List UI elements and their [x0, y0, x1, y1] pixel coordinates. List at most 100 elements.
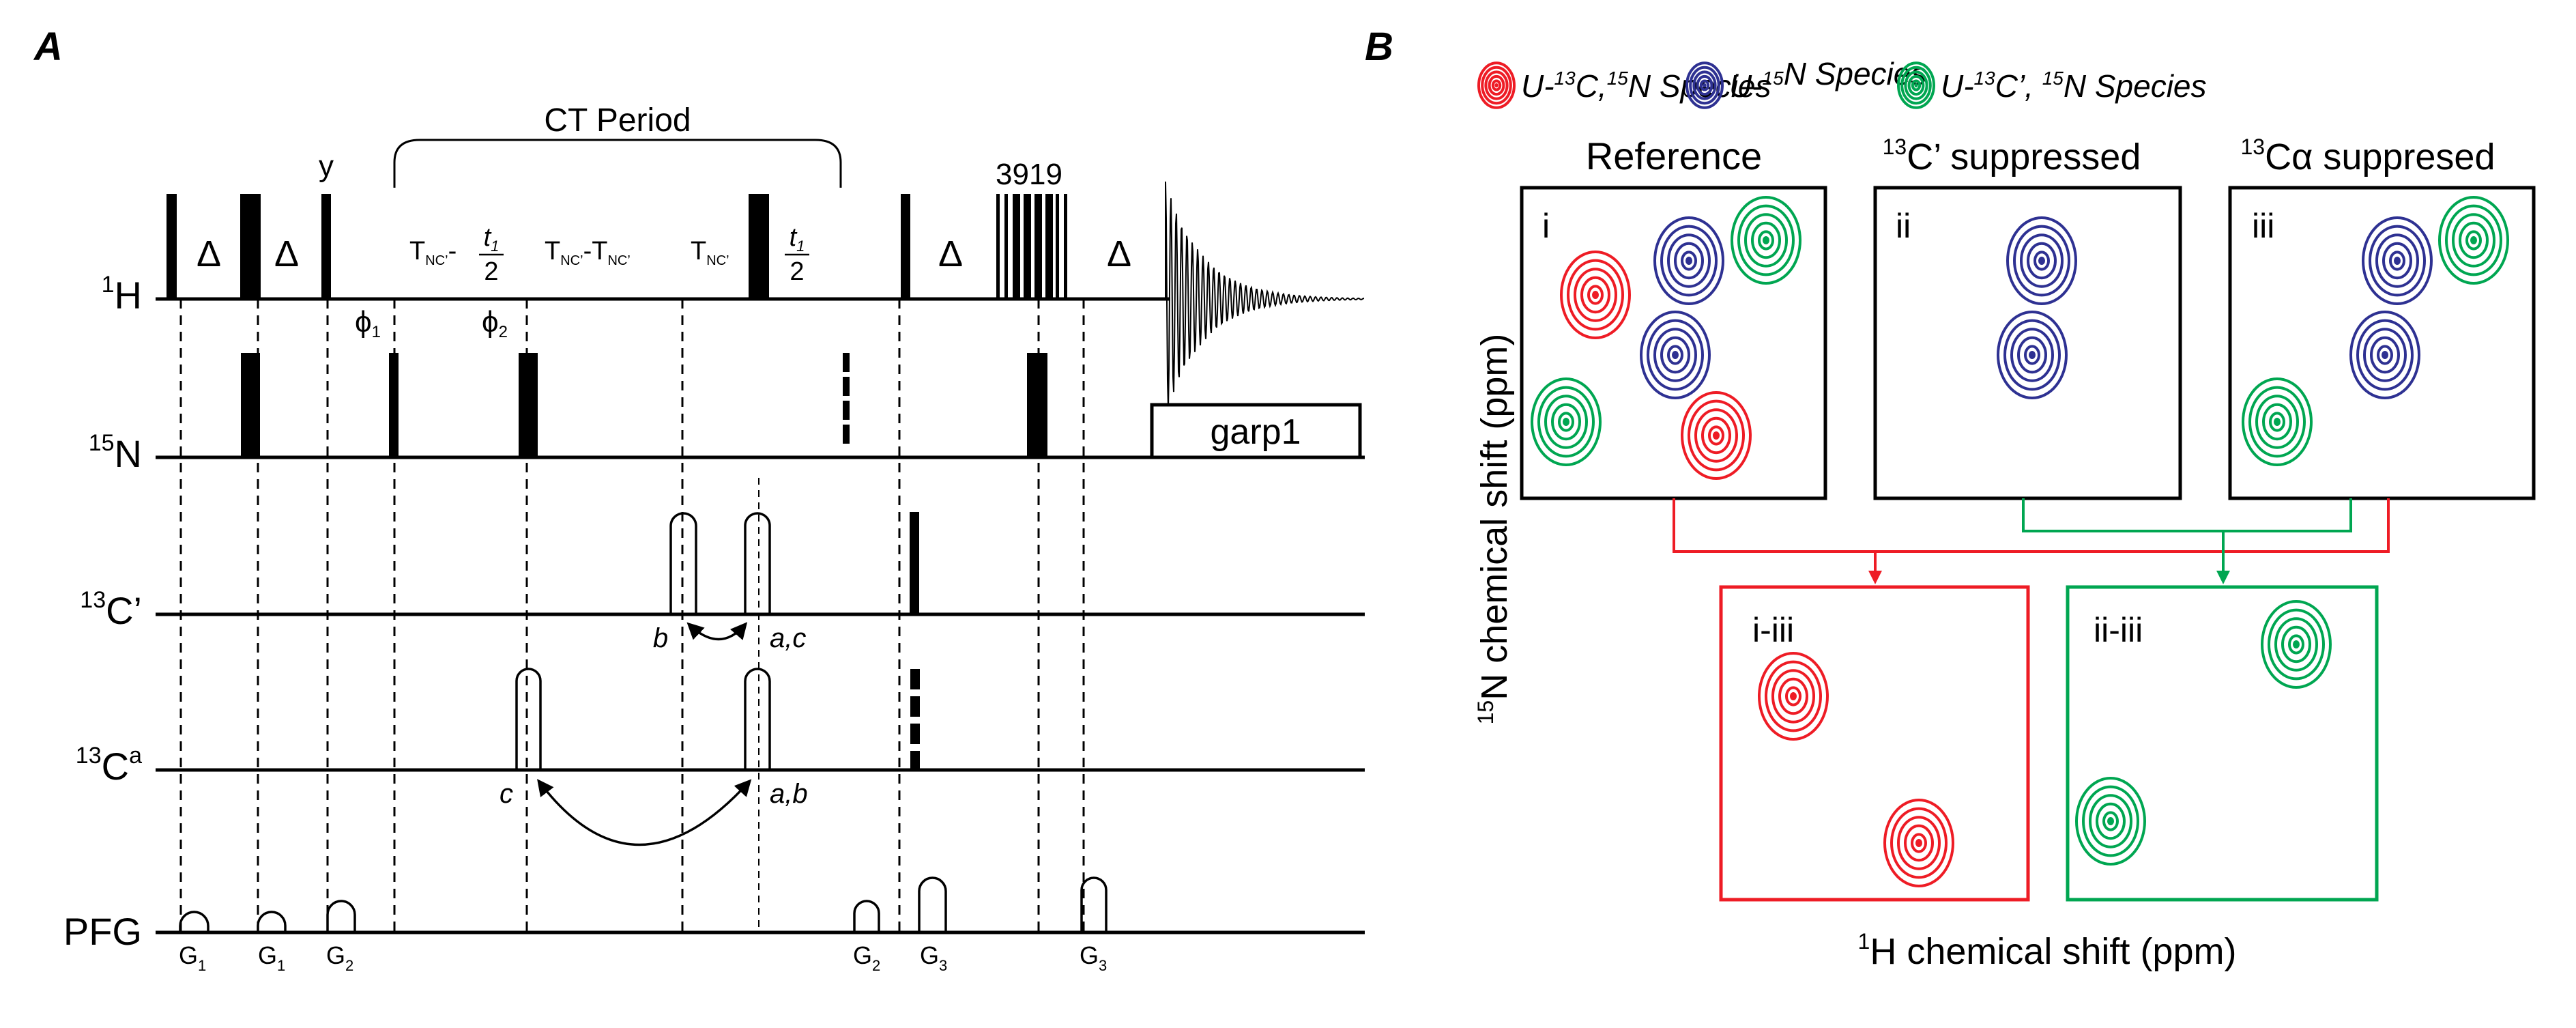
- superscript: 13: [1883, 134, 1907, 159]
- calpha-selective-pulse-c: [515, 668, 542, 770]
- peak-contour: [2369, 225, 2426, 297]
- peak-green: [2261, 600, 2332, 689]
- h-pulse-180: [240, 194, 261, 299]
- box-label-i-iii: i-iii: [1752, 611, 1794, 649]
- label-g1: G1: [179, 941, 206, 974]
- peak-contour: [2370, 336, 2400, 374]
- peak-contour: [2017, 336, 2047, 374]
- peak-contour: [1758, 652, 1829, 741]
- box-label-ii: ii: [1896, 207, 1911, 245]
- peak-blue: [2006, 216, 2077, 305]
- peak-contour: [1681, 391, 1752, 480]
- peak-contour: [2445, 204, 2502, 276]
- peak-contour: [1640, 311, 1711, 399]
- superscript: 13: [2241, 134, 2266, 159]
- cprime-selective-pulse-ac: [744, 512, 771, 614]
- label-g2: G2: [853, 941, 880, 974]
- peak-contour: [2349, 311, 2420, 399]
- peak-contour: [2255, 395, 2299, 449]
- peak-green: [1731, 196, 1801, 285]
- superscript: 13: [1974, 68, 1996, 89]
- subscript: NC’: [706, 253, 729, 268]
- subscript: 1: [491, 238, 499, 255]
- label-13c-alpha: 13Ca: [76, 743, 142, 788]
- peak-center: [1685, 257, 1692, 265]
- peak-green: [2242, 377, 2313, 466]
- peak-contour: [1694, 408, 1738, 463]
- t1-letter: t: [790, 223, 798, 252]
- peak-center: [1915, 839, 1922, 847]
- peak-contour: [2034, 251, 2050, 271]
- peak-contour: [1681, 251, 1697, 271]
- calpha-selective-pulse-ab: [744, 668, 771, 770]
- label-letter: C: [102, 745, 129, 788]
- gradient-index: 2: [872, 957, 880, 974]
- peak-contour: [2268, 608, 2325, 681]
- peak-contour: [2356, 319, 2414, 391]
- box-label-ii-iii: ii-iii: [2094, 611, 2143, 649]
- peak-contour: [2362, 216, 2433, 305]
- n-pulse-90-dashed-3: [843, 425, 850, 444]
- n-pulse-180: [1027, 353, 1047, 457]
- peak-blue: [2349, 311, 2420, 399]
- calpha-pulse-dashed-2: [910, 724, 920, 744]
- peak-contour: [1647, 319, 1704, 391]
- legend-mid: C’,: [1995, 68, 2042, 104]
- h-pulse-3919-6: [1056, 194, 1059, 299]
- peak-contour: [2006, 216, 2077, 305]
- peak-contour: [2269, 412, 2285, 432]
- peak-contour: [1688, 399, 1745, 472]
- garp1-decoupling-box: [1150, 403, 1362, 459]
- label-letter: C’: [106, 589, 142, 632]
- swap-arrow-b-ac: [686, 622, 748, 641]
- peak-contour: [1907, 74, 1925, 96]
- delay-delta: Δ: [938, 233, 963, 274]
- peak-contour: [1660, 336, 1690, 374]
- calpha-pulse-dashed-3: [910, 751, 920, 771]
- cprime-pulse-90: [910, 512, 919, 614]
- minus: -: [583, 237, 592, 266]
- gradient-g1: [179, 911, 209, 932]
- gradient-letter: G: [853, 941, 872, 969]
- superscript: 1: [1858, 929, 1870, 954]
- subscript: NC’: [425, 253, 448, 268]
- label-15n: 15N: [89, 430, 142, 475]
- peak-contour: [2027, 242, 2057, 280]
- peak-contour: [1653, 216, 1724, 305]
- gradient-index: 1: [277, 957, 285, 974]
- peak-contour: [1911, 833, 1927, 853]
- peak-contour: [1997, 311, 2068, 399]
- peak-center: [2382, 351, 2388, 359]
- peak-contour: [1484, 70, 1509, 100]
- peak-contour: [1692, 70, 1717, 100]
- subscript: NC’: [607, 253, 630, 268]
- label-letter: N: [115, 432, 142, 475]
- cprime-selective-pulse-b: [669, 512, 697, 614]
- peak-contour: [2452, 213, 2495, 268]
- peak-red: [1560, 251, 1631, 339]
- title-calpha-suppressed: 13Cα suppresed: [2241, 134, 2495, 177]
- ct-period-brace: [393, 139, 842, 188]
- title-cprime-suppressed: 13C’ suppressed: [1883, 134, 2141, 177]
- h-pulse-3919-5: [1045, 194, 1053, 299]
- peak-blue: [1653, 216, 1724, 305]
- gradient-g2: [853, 900, 880, 932]
- gradient-letter: G: [920, 941, 939, 969]
- delay-delta: Δ: [1107, 233, 1131, 274]
- superscript: 13: [76, 743, 102, 769]
- peak-contour: [1699, 79, 1710, 91]
- peak-contour: [2089, 794, 2132, 848]
- spectrum-box-cprime-suppressed: [1873, 186, 2182, 500]
- h-pulse-90-y: [321, 194, 331, 299]
- n-pulse-90: [389, 353, 399, 457]
- spectrum-box-calpha-suppressed: [2228, 186, 2536, 500]
- legend-swatch-1: [1685, 61, 1724, 109]
- peak-contour: [1701, 416, 1731, 455]
- phase-label-phi2: ϕ2: [482, 305, 508, 341]
- minus: -: [448, 237, 457, 266]
- peak-contour: [1558, 412, 1574, 432]
- calpha-pulse-dashed-1: [910, 696, 920, 717]
